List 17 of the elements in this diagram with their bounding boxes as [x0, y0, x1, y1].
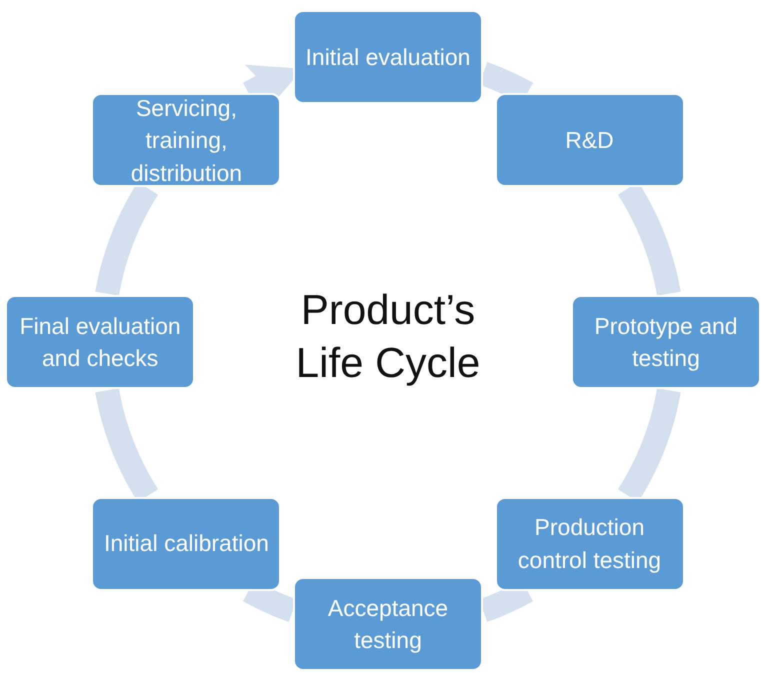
stage-box: [571, 295, 761, 389]
stage-label: Acceptance testing: [326, 594, 450, 655]
stage-box: [91, 496, 282, 591]
stage-label: Initial evaluation: [306, 42, 470, 72]
stage-box: [91, 93, 282, 188]
stage-box: [293, 577, 483, 671]
stage-label: Servicing, training, distribution: [130, 94, 244, 188]
stage-box: [494, 496, 685, 591]
stage-box: [293, 10, 483, 104]
stage-label: Initial calibration: [104, 529, 269, 558]
stage-label: Prototype and testing: [593, 312, 739, 373]
stage-label: Final evaluation and checks: [18, 312, 182, 373]
stage-box: [5, 295, 196, 389]
diagram-title: Product’s Life Cycle: [294, 285, 482, 388]
stage-label: R&D: [565, 126, 614, 156]
stage-box: [494, 93, 685, 188]
stage-label: Production control testing: [516, 513, 662, 575]
